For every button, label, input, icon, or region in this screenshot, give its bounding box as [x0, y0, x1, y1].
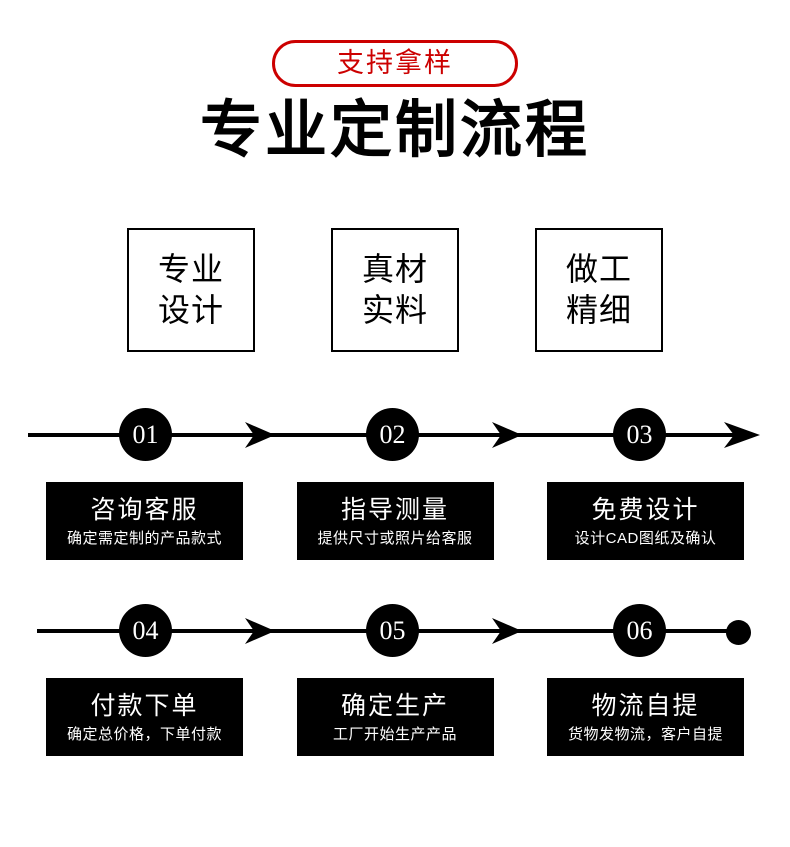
step-card: 物流自提 货物发物流，客户自提 [547, 678, 744, 756]
timeline-node-label: 04 [132, 615, 159, 645]
arrow-right-icon [243, 616, 277, 646]
arrow-right-icon [490, 616, 524, 646]
timeline-node-label: 02 [379, 419, 406, 449]
feature-line-2: 精细 [565, 292, 632, 328]
arrow-right-end-icon [722, 420, 762, 450]
badge-label: 支持拿样 [337, 48, 453, 78]
timeline-row-2: 04 05 06 [0, 604, 790, 660]
timeline-node-06: 06 [613, 604, 666, 657]
feature-line-1: 做工 [565, 251, 632, 288]
step-card-subtitle: 货物发物流，客户自提 [567, 726, 723, 743]
step-card: 付款下单 确定总价格，下单付款 [46, 678, 243, 756]
feature-line-1: 真材 [361, 251, 428, 288]
timeline-node-label: 03 [626, 419, 653, 449]
step-card-subtitle: 提供尺寸或照片给客服 [317, 530, 473, 547]
feature-box: 专业 设计 [127, 228, 255, 352]
badge-row: 支持拿样 [0, 40, 790, 87]
step-card-subtitle: 确定总价格，下单付款 [66, 726, 222, 743]
step-card-title: 物流自提 [591, 691, 700, 720]
timeline-node-04: 04 [119, 604, 172, 657]
feature-box: 做工 精细 [535, 228, 663, 352]
timeline-node-02: 02 [366, 408, 419, 461]
step-card-subtitle: 设计CAD图纸及确认 [574, 530, 717, 547]
sample-support-badge: 支持拿样 [272, 40, 518, 87]
feature-line-1: 专业 [157, 251, 224, 288]
feature-line-2: 实料 [361, 292, 428, 328]
timeline-node-03: 03 [613, 408, 666, 461]
step-card-subtitle: 工厂开始生产产品 [332, 726, 457, 743]
page-title: 专业定制流程 [199, 96, 590, 165]
timeline-node-05: 05 [366, 604, 419, 657]
arrow-right-icon [490, 420, 524, 450]
step-card-title: 免费设计 [591, 495, 700, 524]
step-card-row-1: 咨询客服 确定需定制的产品款式 指导测量 提供尺寸或照片给客服 免费设计 设计C… [46, 482, 744, 560]
arrow-right-icon [243, 420, 277, 450]
timeline-end-dot-icon [726, 620, 751, 645]
step-card: 确定生产 工厂开始生产产品 [296, 678, 494, 756]
step-card-title: 确定生产 [340, 691, 449, 720]
step-card-title: 咨询客服 [90, 495, 199, 524]
step-card: 指导测量 提供尺寸或照片给客服 [296, 482, 494, 560]
step-card-row-2: 付款下单 确定总价格，下单付款 确定生产 工厂开始生产产品 物流自提 货物发物流… [46, 678, 744, 756]
timeline-node-label: 01 [132, 419, 159, 449]
feature-box-group: 专业 设计 真材 实料 做工 精细 [127, 228, 663, 352]
step-card-title: 指导测量 [340, 495, 449, 524]
step-card-title: 付款下单 [90, 691, 199, 720]
step-card-subtitle: 确定需定制的产品款式 [66, 530, 222, 547]
timeline-row-1: 01 02 03 [0, 408, 790, 464]
timeline-node-01: 01 [119, 408, 172, 461]
timeline-node-label: 05 [379, 615, 406, 645]
step-card: 免费设计 设计CAD图纸及确认 [547, 482, 744, 560]
step-card: 咨询客服 确定需定制的产品款式 [46, 482, 243, 560]
feature-line-2: 设计 [157, 292, 224, 328]
timeline-node-label: 06 [626, 615, 653, 645]
feature-box: 真材 实料 [331, 228, 459, 352]
page-title-row: 专业定制流程 [0, 96, 790, 165]
